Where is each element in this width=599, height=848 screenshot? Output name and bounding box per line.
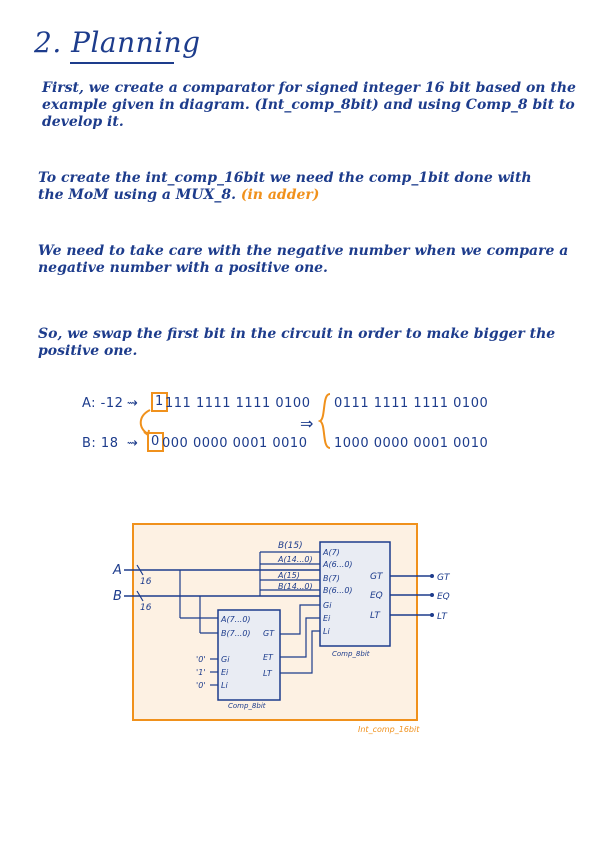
example-b-rest: 000 0000 0001 0010 <box>162 436 308 451</box>
title-underline <box>70 62 174 64</box>
arrow-icon: ⇝ <box>127 396 139 411</box>
port-label: LT <box>370 611 381 621</box>
example-a-label: A: -12 <box>82 396 124 411</box>
port-label: Ei <box>221 668 229 677</box>
port-label: B(7...0) <box>221 629 251 638</box>
wire-label: B(14...0) <box>278 582 313 591</box>
para-line: the MoM using a MUX_8. (in adder) <box>38 187 578 204</box>
paragraph-negative: We need to take care with the negative n… <box>38 243 578 277</box>
brace-icon <box>318 393 331 449</box>
port-label: B(7) <box>323 574 340 583</box>
wire-label: A(14...0) <box>277 555 313 564</box>
para-line: First, we create a comparator for signed… <box>42 80 576 96</box>
para-line: To create the int_comp_16bit we need the… <box>38 170 532 186</box>
port-label: ET <box>263 653 274 662</box>
port-label: A(7) <box>322 548 340 557</box>
para-line: positive one. <box>38 343 138 359</box>
para-highlight: (in adder) <box>240 187 320 203</box>
swap-arrow-icon <box>139 409 151 437</box>
paragraph-intro: First, we create a comparator for signed… <box>42 80 582 131</box>
para-line: So, we swap the first bit in the circuit… <box>38 326 556 342</box>
port-label: EQ <box>370 591 383 601</box>
const-label: '0' <box>196 655 206 664</box>
port-label: LT <box>263 669 273 678</box>
page-title: 2. Planning <box>34 26 201 59</box>
bus-a-width: 16 <box>140 577 152 587</box>
input-b-label: B <box>113 589 122 604</box>
top-comparator-block <box>319 541 391 647</box>
port-label: A(6...0) <box>322 560 353 569</box>
top-block-name: Comp_8bit <box>332 650 370 658</box>
bus-b-width: 16 <box>140 603 152 613</box>
wire-label: A(15) <box>277 571 300 580</box>
port-label: Gi <box>221 655 230 664</box>
port-label: Ei <box>323 614 331 623</box>
const-label: '0' <box>196 681 206 690</box>
para-line: We need to take care with the negative n… <box>38 243 569 259</box>
output-label: GT <box>437 573 451 583</box>
const-label: '1' <box>196 668 206 677</box>
paragraph-comp16: To create the int_comp_16bit we need the… <box>38 170 578 204</box>
port-label: B(6...0) <box>323 586 353 595</box>
example-a-swapped: 0111 1111 1111 0100 <box>334 396 489 411</box>
port-label: A(7...0) <box>220 615 251 624</box>
bottom-block-name: Comp_8bit <box>228 702 266 710</box>
frame-name: Int_comp_16bit <box>358 725 420 734</box>
para-line: negative number with a positive one. <box>38 260 328 276</box>
port-label: GT <box>263 629 275 638</box>
example-a-first-bit: 1 <box>151 392 168 412</box>
port-label: GT <box>370 572 384 582</box>
para-line: example given in diagram. (Int_comp_8bit… <box>42 97 575 113</box>
implies-arrow-icon: ⇒ <box>300 414 314 433</box>
para-text: the MoM using a MUX_8. <box>38 187 236 203</box>
paragraph-swap: So, we swap the first bit in the circuit… <box>38 326 578 360</box>
arrow-icon: ⇝ <box>127 436 139 451</box>
bottom-comparator-block <box>217 609 281 701</box>
example-b-first-bit: 0 <box>147 432 164 452</box>
wire-label: B(15) <box>278 541 303 551</box>
port-label: Gi <box>323 601 332 610</box>
input-a-label: A <box>112 563 122 578</box>
output-label: EQ <box>437 592 450 602</box>
example-b-swapped: 1000 0000 0001 0010 <box>334 436 489 451</box>
para-line: develop it. <box>42 114 124 130</box>
port-label: Li <box>221 681 228 690</box>
example-a-rest: 111 1111 1111 0100 <box>165 396 311 411</box>
output-label: LT <box>437 612 448 622</box>
example-b-label: B: 18 <box>82 436 119 451</box>
port-label: Li <box>323 627 330 636</box>
circuit-diagram: A B 16 16 B(15) A(14...0) A(15) B(14...0… <box>112 523 451 734</box>
